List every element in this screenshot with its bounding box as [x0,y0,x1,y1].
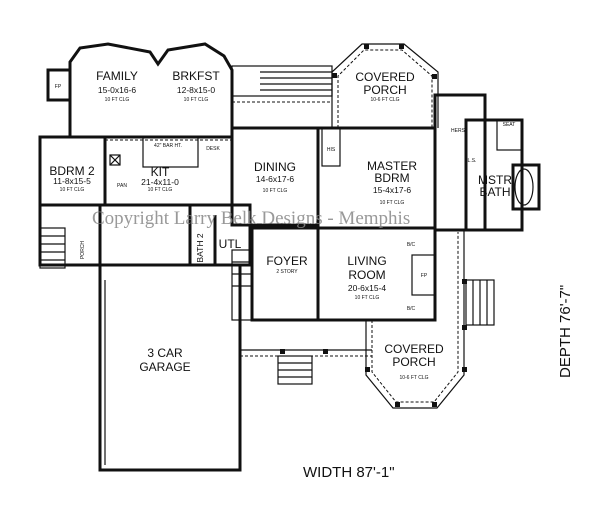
dining-label: DINING [254,160,296,174]
bottom-porch-label: COVERED [384,342,444,356]
utl-label: UTL [219,237,242,251]
width-dimension: WIDTH 87'-1" [303,464,395,481]
brkfst-clg: 10 FT CLG [184,97,209,103]
family-dim: 15-0x16-6 [98,85,137,95]
mstr-bath-label-2: BATH [479,185,510,199]
brkfst-dim: 12-8x15-0 [177,85,216,95]
kit-clg: 10 FT CLG [148,187,173,193]
master-label-2: BDRM [374,171,409,185]
bdrm2-label: BDRM 2 [49,164,95,178]
living-dim: 20-6x15-4 [348,283,387,293]
bottom-porch-clg: 10-6 FT CLG [399,375,428,381]
side-steps [39,227,66,269]
bdrm2-clg: 10 FT CLG [60,187,85,193]
master-bath-walls [464,118,524,232]
family-clg: 10 FT CLG [105,97,130,103]
top-porch-label-2: PORCH [363,83,406,97]
bottom-porch-label-2: PORCH [392,355,435,369]
ls-label: L.S. [468,158,477,164]
pan-label: PAN [117,183,127,189]
top-porch-clg: 10-6 FT CLG [370,97,399,103]
depth-dimension: DEPTH 76'-7" [557,285,574,378]
family-fp-label: FP [55,84,62,90]
garage-label: 3 CAR [147,346,183,360]
bar-label: 42" BAR HT. [154,143,182,149]
family-label: FAMILY [96,69,138,83]
bottom-porch-outline [365,230,465,409]
his-closet [321,127,341,167]
hers-label: HERS [451,128,466,134]
family-fireplace [46,68,72,102]
living-fp-label: FP [421,273,428,279]
master-clg: 10 FT CLG [380,200,405,206]
dining-clg: 10 FT CLG [263,188,288,194]
desk-label: DESK [206,146,220,152]
bdrm2-dim: 11-8x15-5 [53,176,91,186]
brkfst-label: BRKFST [172,69,220,83]
dining-dim: 14-6x17-6 [256,174,295,184]
master-label: MASTER [367,159,417,173]
family-brkfst-walls [68,42,234,137]
copyright-watermark: Copyright Larry Belk Designs - Memphis [92,208,410,229]
rear-steps [231,65,333,97]
kit-dim: 21-4x11-0 [141,177,179,187]
foyer-note: 2 STORY [276,269,298,275]
hers-closet-walls [433,93,487,232]
top-porch-label: COVERED [355,70,415,84]
garage-label-2: GARAGE [139,360,190,374]
living-fireplace [411,254,436,296]
top-porch-outline [331,43,439,128]
bc-label-bottom: B/C [407,306,416,312]
side-porch-label: PORCH [80,241,86,259]
kit-label: KIT [151,165,170,179]
master-dim: 15-4x17-6 [373,185,412,195]
living-label: LIVING [347,254,386,268]
living-clg: 10 FT CLG [355,295,380,301]
bath2-label: BATH 2 [195,233,205,262]
garage-walls [98,265,242,472]
mstr-bath-label: MSTR [478,173,512,187]
seat-label: SEAT [503,122,516,128]
his-label: HIS [327,147,336,153]
bc-label-top: B/C [407,242,416,248]
foyer-label: FOYER [266,254,308,268]
living-label-2: ROOM [348,268,385,282]
